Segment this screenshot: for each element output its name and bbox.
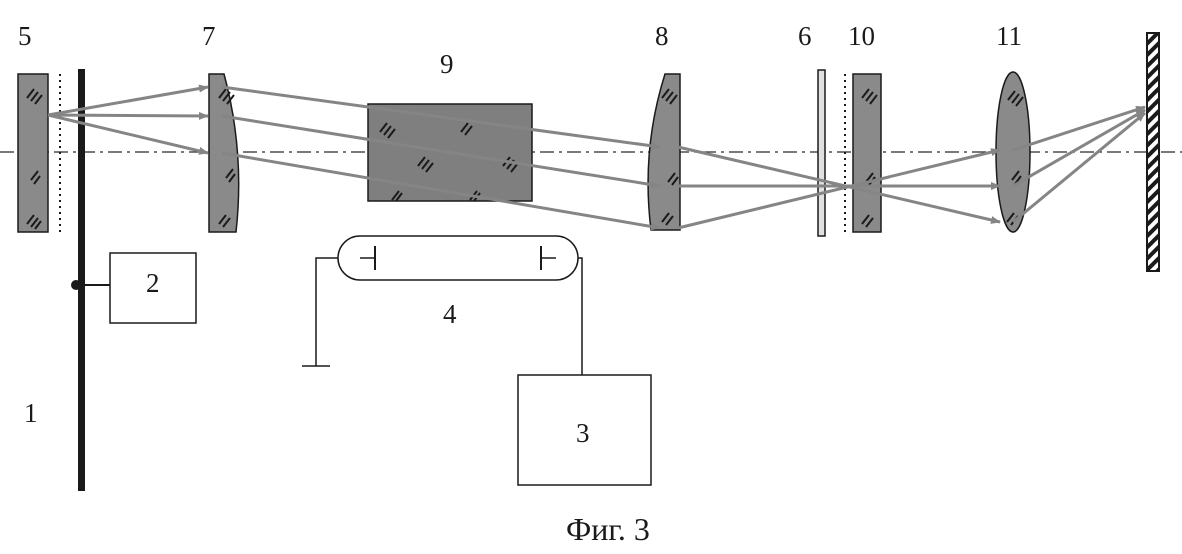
label-lens-11: 11 <box>996 21 1022 51</box>
lens-8 <box>648 74 680 230</box>
label-plate: 6 <box>798 21 812 51</box>
label-crystal: 9 <box>440 49 454 79</box>
figure-caption: Фиг. 3 <box>566 511 650 547</box>
right-mirror <box>845 74 881 232</box>
plate <box>818 70 825 236</box>
lamp <box>338 236 578 280</box>
label-power-supply: 3 <box>576 418 590 448</box>
screen <box>1147 33 1159 271</box>
label-mirror-right: 10 <box>848 21 875 51</box>
label-rod: 1 <box>24 398 38 428</box>
label-lamp: 4 <box>443 299 457 329</box>
lens-11 <box>996 72 1030 232</box>
label-lens-8: 8 <box>655 21 669 51</box>
label-mirror-left: 5 <box>18 21 32 51</box>
left-mirror <box>18 74 60 232</box>
label-drive-box: 2 <box>146 268 160 298</box>
label-lens-7: 7 <box>202 21 216 51</box>
rod <box>71 69 110 491</box>
